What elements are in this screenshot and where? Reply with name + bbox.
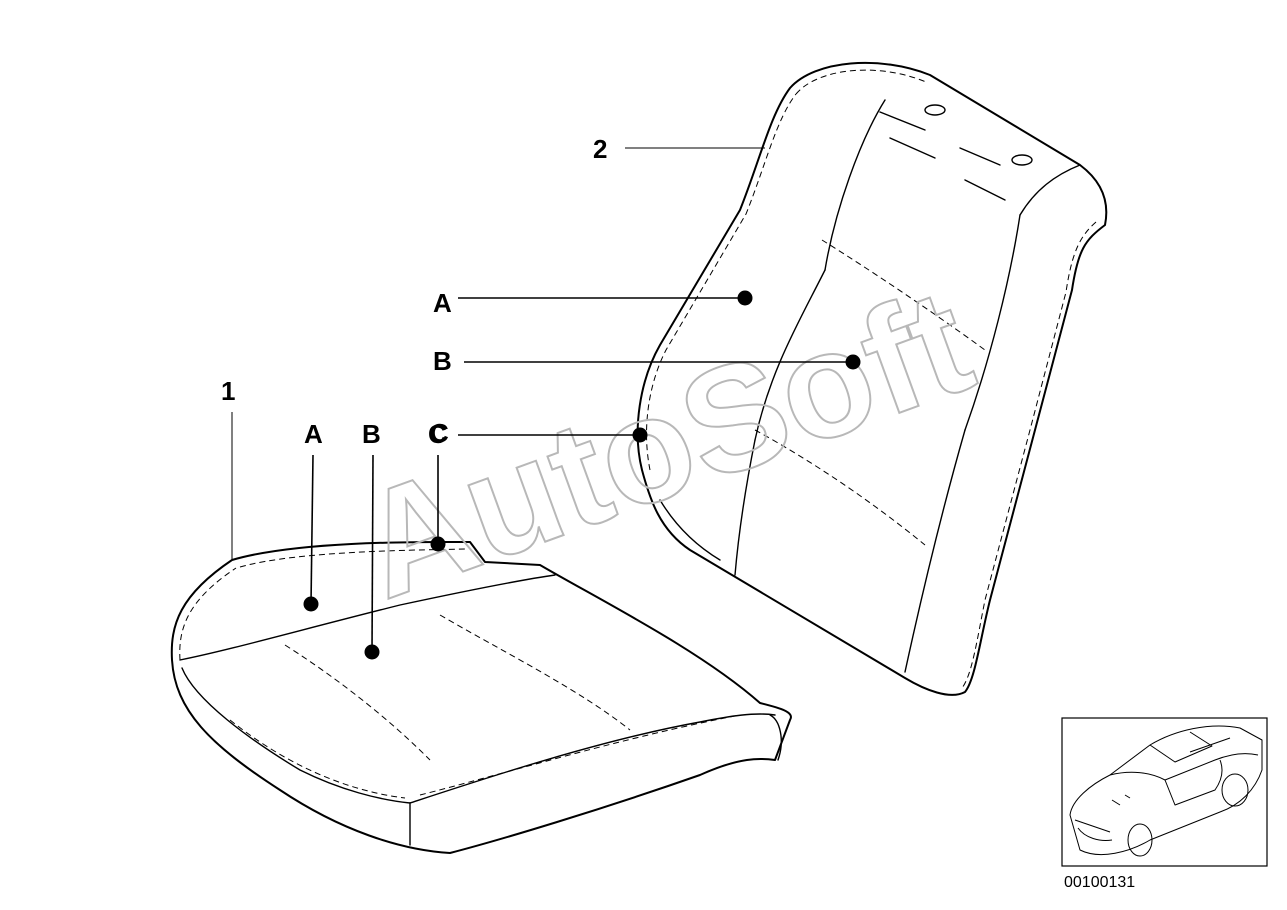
seat-zone-b-label: B: [362, 419, 381, 449]
backrest-zone-a-marker: [737, 290, 753, 306]
part-number-1: 1: [221, 376, 235, 406]
seat-zone-b-leader: [371, 454, 374, 653]
diagram-code: 00100131: [1064, 874, 1135, 891]
seat-zone-a-leader: [310, 454, 314, 605]
seat-zone-c-marker: [430, 536, 446, 552]
backrest-zone-a-label: A: [433, 288, 452, 318]
part-number-2: 2: [593, 134, 607, 164]
backrest-zone-b-label: B: [433, 346, 452, 376]
seat-zone-a-label: A: [304, 419, 323, 449]
car-icon: [1069, 725, 1263, 857]
seat-cushion-cover-drawing: [170, 540, 792, 854]
backrest-zone-b-marker: [845, 354, 861, 370]
backrest-zone-c-marker: [632, 427, 648, 443]
seat-zone-b-marker: [364, 644, 380, 660]
backrest-cover-drawing: [636, 61, 1108, 696]
vehicle-thumbnail: [1061, 717, 1268, 867]
backrest-zone-c-label: C: [430, 418, 449, 448]
seat-zone-a-marker: [303, 596, 319, 612]
seat-zone-c-label: C: [428, 419, 447, 449]
